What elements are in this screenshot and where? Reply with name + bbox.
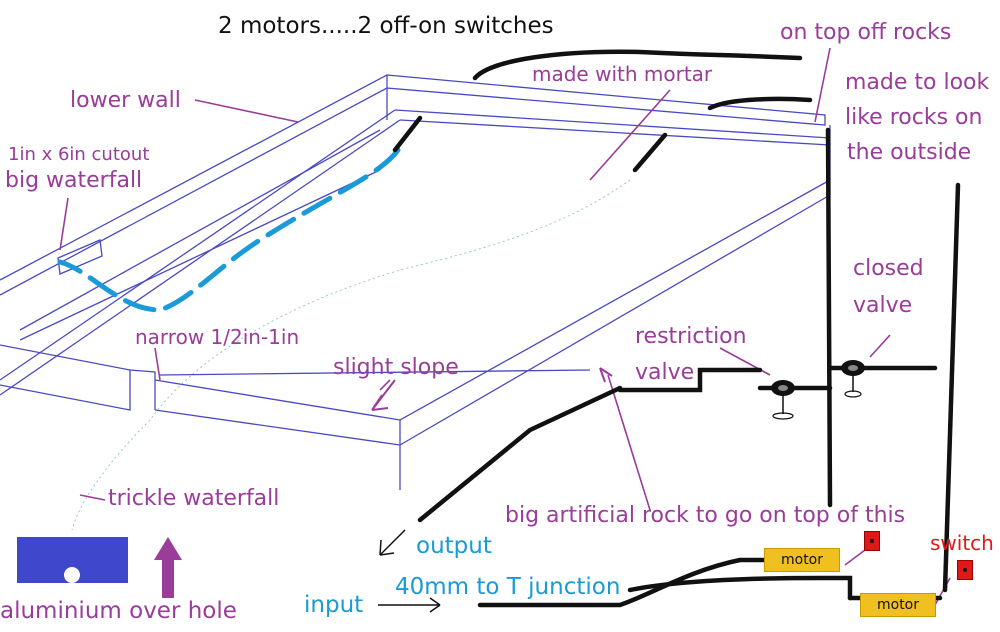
label-input: input bbox=[304, 592, 364, 618]
trickle-path bbox=[71, 179, 631, 531]
label-narrow: narrow 1/2in-1in bbox=[135, 325, 300, 349]
label-lower-wall: lower wall bbox=[70, 88, 181, 113]
closed-valve-icon bbox=[841, 360, 865, 398]
output-arrow bbox=[379, 529, 406, 556]
diagram-title: 2 motors.....2 off-on switches bbox=[218, 13, 554, 39]
label-aluminium: aluminium over hole bbox=[0, 598, 237, 624]
restriction-valve-icon bbox=[771, 380, 795, 420]
label-restriction-1: restriction bbox=[635, 324, 747, 349]
motor-2: motor bbox=[860, 593, 936, 617]
switch-2[interactable] bbox=[957, 560, 973, 580]
label-closed-2: valve bbox=[853, 293, 913, 318]
label-cutout: 1in x 6in cutout bbox=[8, 144, 150, 165]
label-pipe-size: 40mm to T junction bbox=[395, 574, 621, 600]
label-trickle-waterfall: trickle waterfall bbox=[108, 486, 280, 511]
label-big-artificial-rock: big artificial rock to go on top of this bbox=[505, 503, 906, 528]
label-made-to-look-2: like rocks on bbox=[845, 105, 983, 130]
switch-1[interactable] bbox=[864, 531, 880, 551]
label-made-with-mortar: made with mortar bbox=[532, 62, 713, 86]
leader-lines bbox=[59, 47, 951, 606]
up-arrow-icon bbox=[154, 537, 182, 598]
motor-1: motor bbox=[764, 548, 840, 572]
waterfall-path bbox=[57, 147, 401, 313]
aluminium-plate bbox=[17, 537, 128, 583]
label-slight-slope: slight slope bbox=[333, 355, 459, 380]
label-output: output bbox=[416, 533, 492, 559]
pond-frame bbox=[0, 74, 831, 490]
label-switch: switch bbox=[930, 531, 994, 555]
label-made-to-look-3: the outside bbox=[847, 140, 972, 165]
label-closed-1: closed bbox=[853, 256, 924, 281]
input-arrow bbox=[378, 597, 441, 613]
label-made-to-look-1: made to look bbox=[845, 70, 990, 95]
label-restriction-2: valve bbox=[635, 360, 695, 385]
label-big-waterfall: big waterfall bbox=[5, 168, 143, 193]
label-on-top-off-rocks: on top off rocks bbox=[780, 20, 952, 45]
purple-arrowheads bbox=[371, 367, 613, 411]
